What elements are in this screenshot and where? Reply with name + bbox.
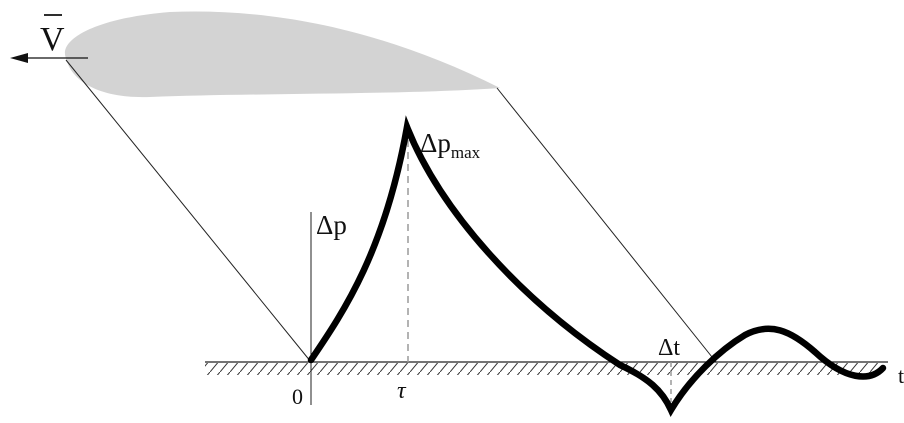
pressure-curve [307, 115, 887, 418]
trailing-edge-projection-line [496, 87, 717, 363]
velocity-label: V [40, 21, 65, 58]
time-axis-label: t [898, 363, 904, 388]
origin-label: 0 [292, 384, 303, 409]
tau-label: τ [397, 378, 407, 404]
ground-hatching [205, 363, 885, 375]
delta-p-axis-label: Δp [316, 210, 347, 240]
velocity-arrow [10, 53, 88, 63]
delta-t-label: Δt [658, 335, 680, 361]
airfoil-shape [64, 11, 500, 98]
delta-p-max-main: Δp [420, 128, 451, 158]
delta-p-max-subscript: max [451, 143, 481, 162]
delta-p-max-label: Δpmax [420, 128, 481, 162]
leading-edge-projection-line [65, 59, 312, 363]
